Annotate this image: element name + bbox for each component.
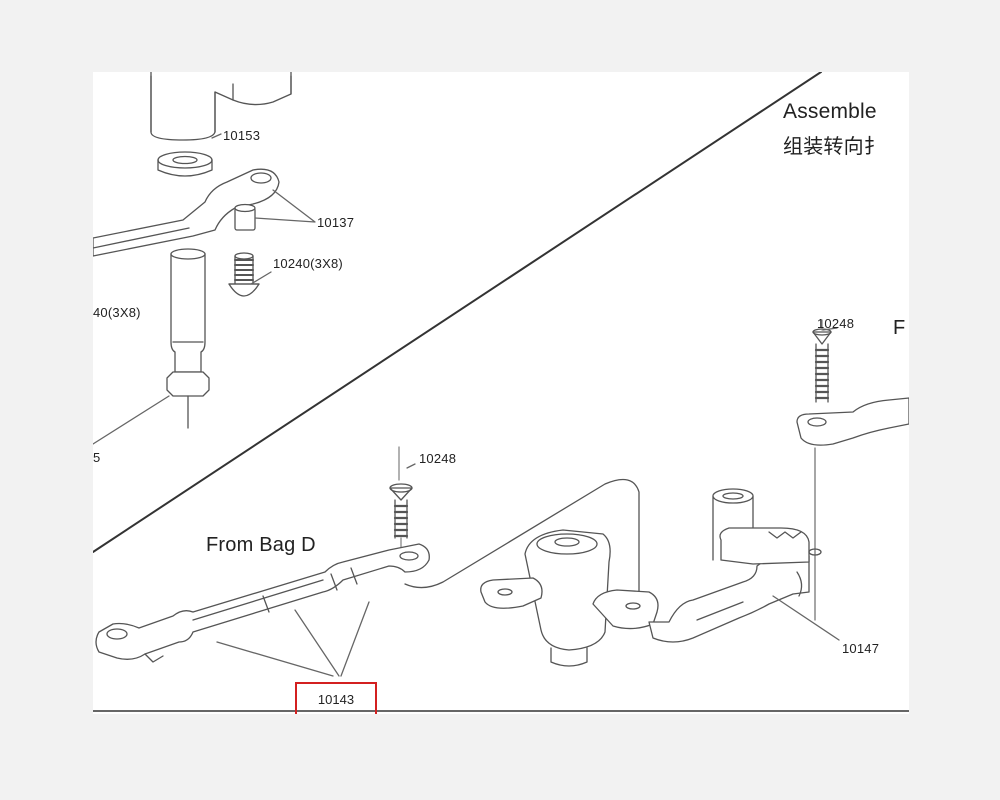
kingpin-shaft: [166, 248, 210, 429]
steering-arm-10137: [93, 168, 280, 257]
lower-right-assembly: [95, 319, 909, 677]
steering-block: [480, 529, 611, 667]
part-label-cut-edge: 5: [93, 450, 101, 465]
screw-10248-center: [389, 446, 413, 551]
tie-rod-end-right: [796, 397, 909, 621]
part-label-10240: 10240(3X8): [273, 256, 343, 271]
upright-post: [712, 488, 822, 597]
section-divider-line: [93, 72, 822, 553]
assemble-title: Assemble: [783, 100, 877, 123]
highlight-box-10143: 10143: [295, 682, 377, 714]
assemble-title-cn: 组装转向扌: [783, 134, 884, 158]
part-label-10147: 10147: [842, 641, 880, 656]
part-label-10248-right: 10248: [817, 316, 855, 331]
screw-10248-right: [812, 319, 832, 403]
tie-rod-10143: [95, 543, 430, 663]
steering-arm-10147: [592, 553, 810, 643]
small-bushing: [234, 203, 256, 231]
part-label-10248-center: 10248: [419, 451, 457, 466]
bushing-10153: [157, 151, 213, 177]
instruction-sheet: Assemble 组装转向扌 From Bag D F 10153 10137 …: [93, 72, 909, 714]
part-label-10143: 10143: [317, 692, 355, 707]
assembly-diagram: [93, 72, 909, 712]
upper-left-assembly: [93, 72, 316, 445]
part-label-10137: 10137: [317, 215, 355, 230]
part-label-10153: 10153: [223, 128, 261, 143]
screw-10240: [228, 252, 260, 297]
cut-label-right: F: [893, 317, 906, 339]
from-bag-label: From Bag D: [206, 534, 316, 556]
link-wire: [404, 478, 640, 613]
part-label-10240-cut: 40(3X8): [93, 305, 141, 320]
steering-post-top: [150, 72, 292, 141]
